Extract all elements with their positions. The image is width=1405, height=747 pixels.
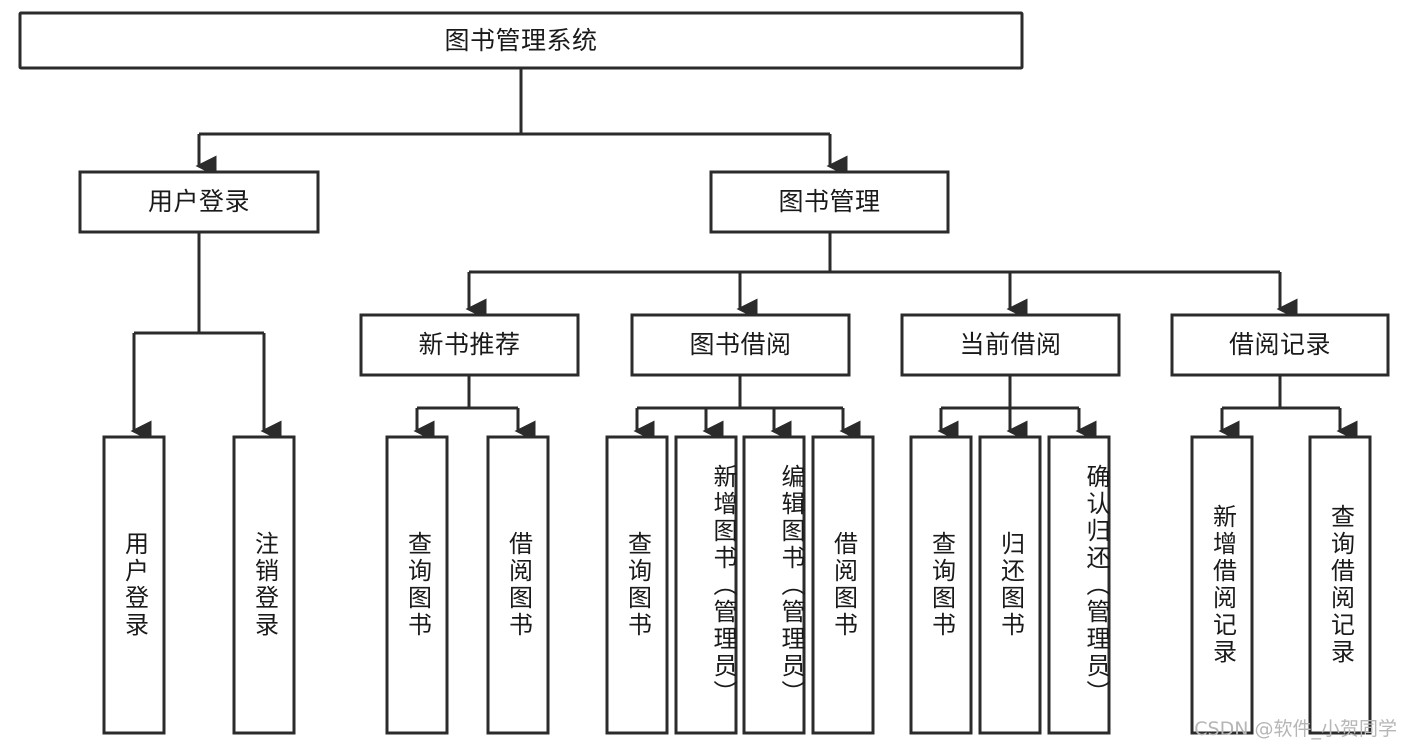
- node-leaf-borrow-book[interactable]: [811, 435, 875, 735]
- node-leaf-query-book-current[interactable]: [909, 435, 973, 735]
- node-book-management[interactable]: [709, 170, 950, 234]
- node-leaf-query-borrow-record[interactable]: [1308, 435, 1372, 735]
- node-new-book-recommend[interactable]: [359, 313, 580, 377]
- node-book-borrow[interactable]: [630, 313, 851, 377]
- node-leaf-borrow-book-recommend[interactable]: [486, 435, 550, 735]
- node-root-book-management-system[interactable]: [18, 11, 1024, 70]
- node-leaf-query-book-recommend[interactable]: [385, 435, 449, 735]
- node-leaf-add-borrow-record[interactable]: [1190, 435, 1254, 735]
- node-leaf-logout-login[interactable]: [232, 435, 296, 735]
- node-leaf-user-login[interactable]: [102, 435, 166, 735]
- node-user-login[interactable]: [78, 170, 320, 234]
- node-leaf-add-book-admin[interactable]: [674, 435, 738, 735]
- node-borrow-record[interactable]: [1170, 313, 1390, 377]
- node-leaf-edit-book-admin[interactable]: [742, 435, 806, 735]
- node-leaf-return-book[interactable]: [978, 435, 1042, 735]
- node-current-borrow[interactable]: [900, 313, 1121, 377]
- csdn-watermark: CSDN @软件_小贺同学: [1194, 718, 1397, 740]
- node-leaf-confirm-return-admin[interactable]: [1047, 435, 1111, 735]
- node-leaf-query-book-borrow[interactable]: [605, 435, 669, 735]
